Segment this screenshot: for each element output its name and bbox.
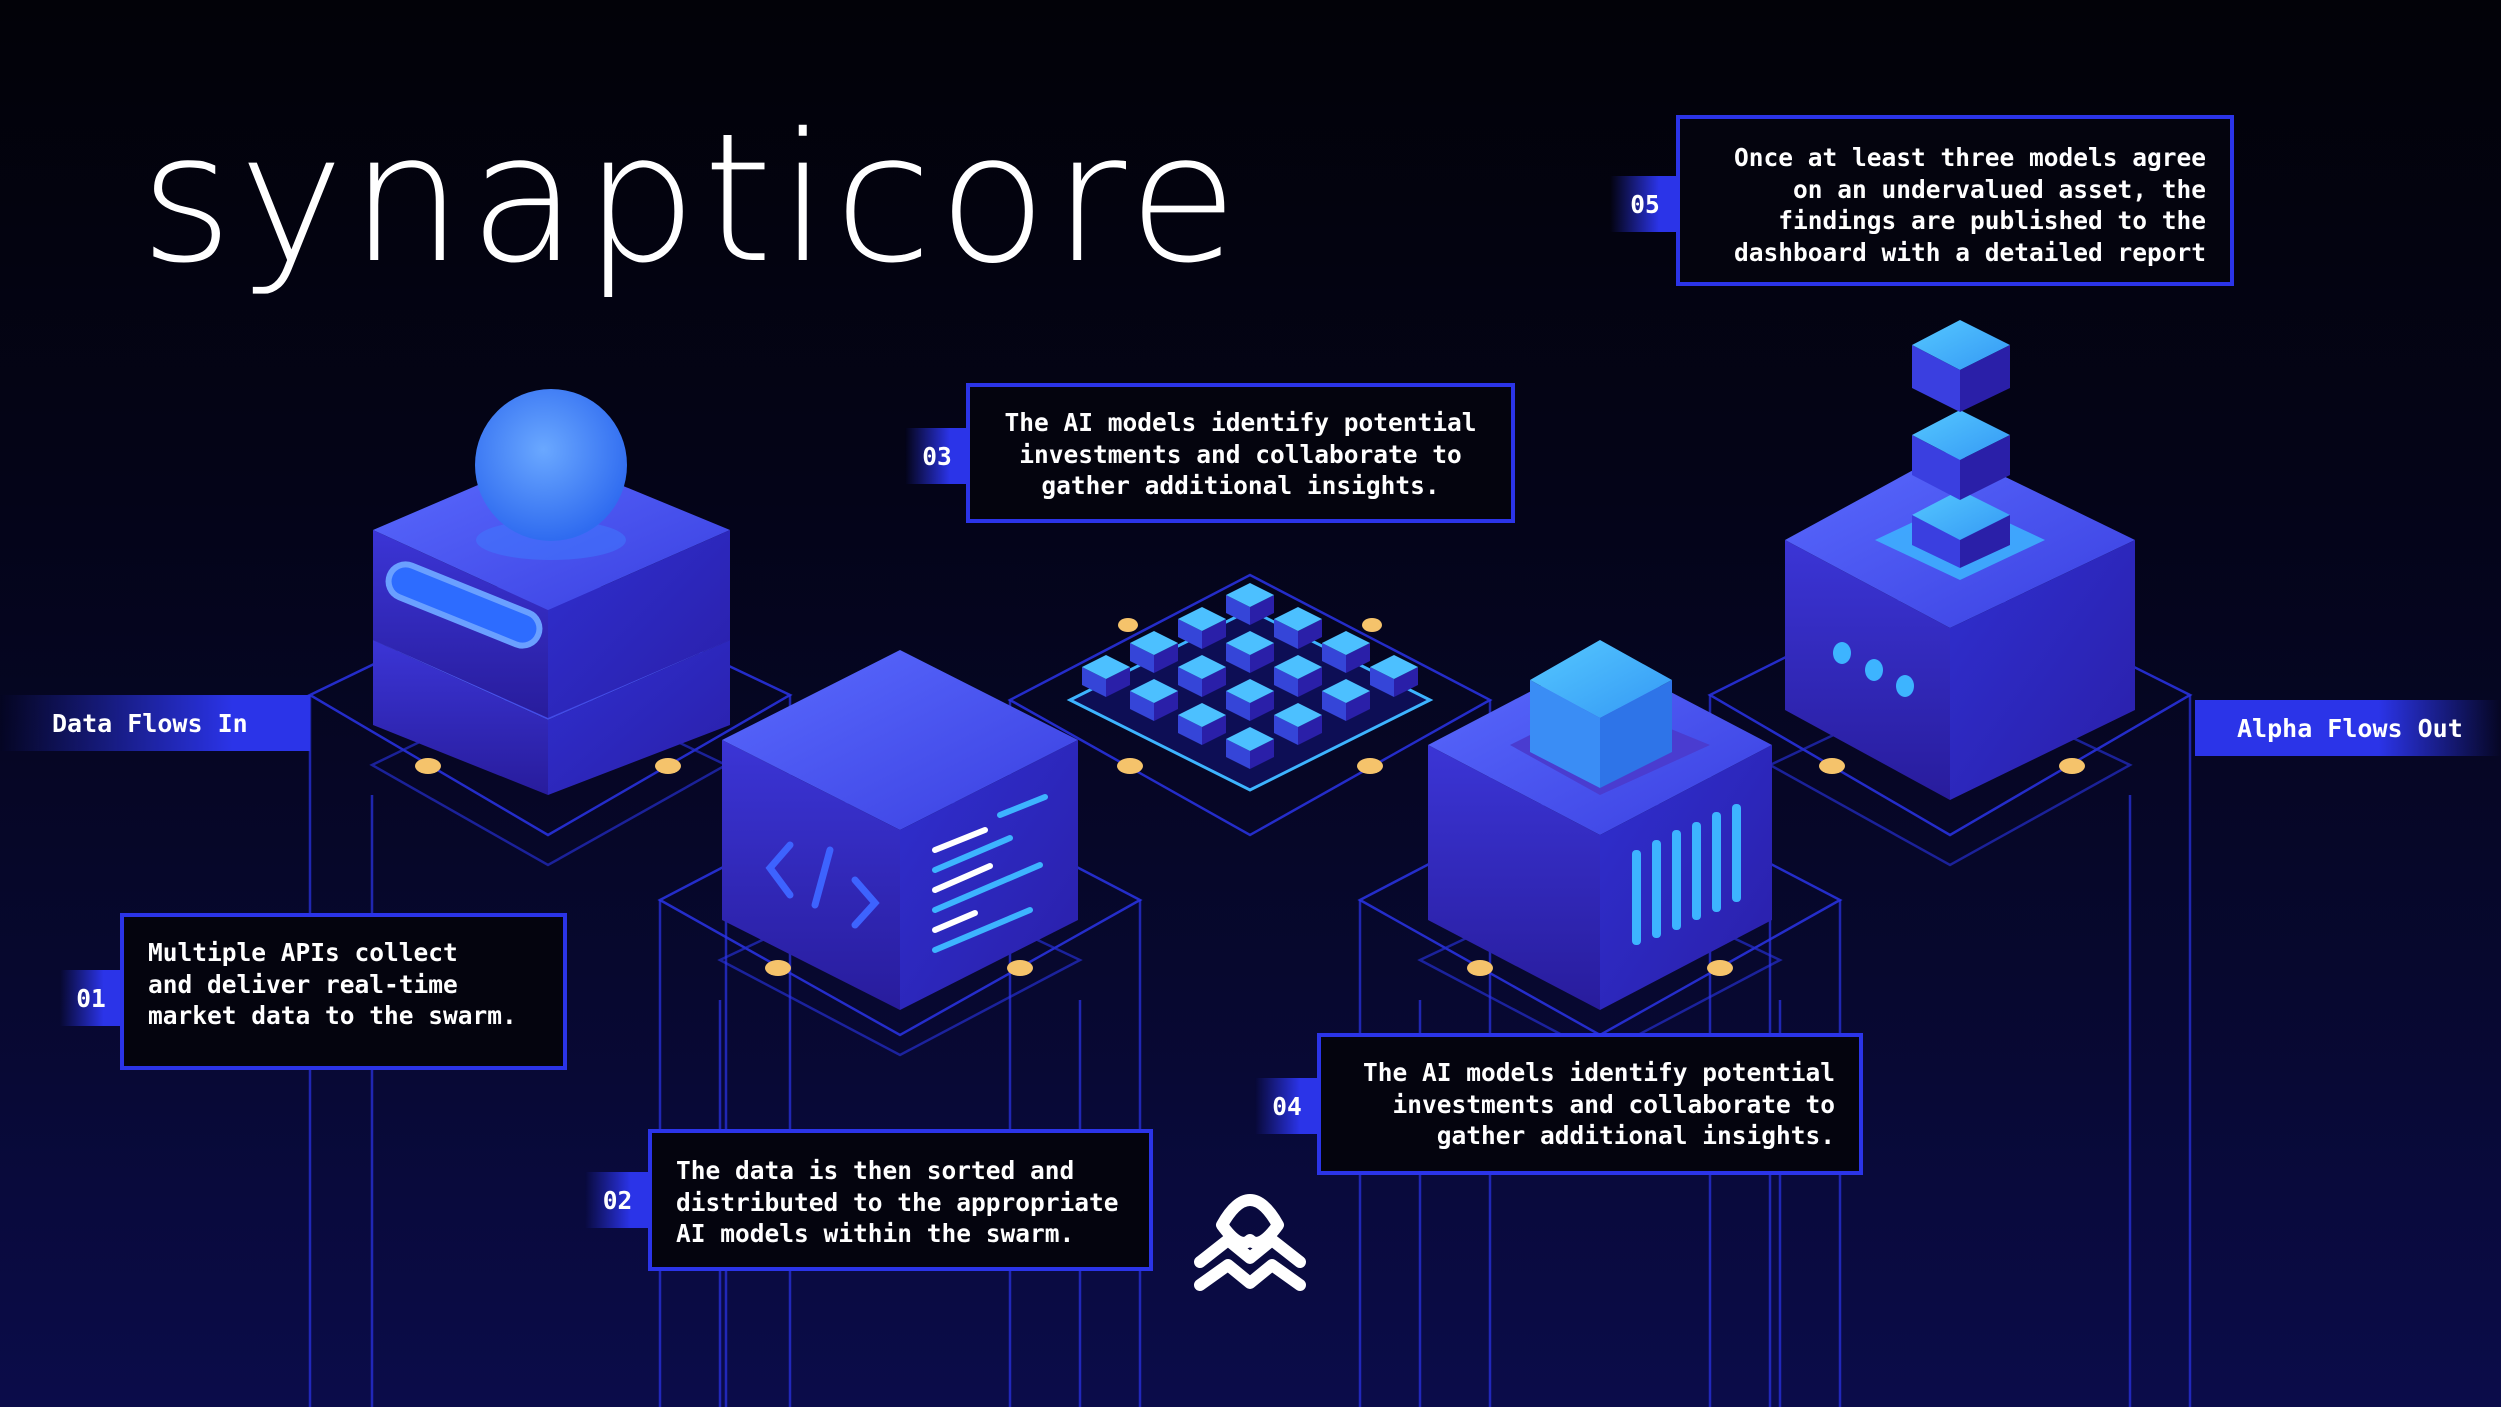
grid-cube-right	[1154, 691, 1178, 721]
step-callout-05: Once at least three models agree on an u…	[1676, 115, 2234, 286]
cube-02-code-sorter	[722, 650, 1078, 1010]
slot-icon	[385, 561, 543, 649]
grid-cube-top	[1178, 703, 1226, 727]
cube-01-api-collector	[373, 389, 730, 795]
grid-cube-top	[1130, 631, 1178, 655]
server-top-cube-icon	[1530, 640, 1672, 718]
grid-cube-top	[1322, 679, 1370, 703]
grid-cube-left	[1274, 667, 1298, 697]
grid-cube-right	[1250, 739, 1274, 769]
grid-cube-right	[1154, 643, 1178, 673]
cube-03-model-grid	[1066, 583, 1434, 792]
grid-cube-left	[1226, 595, 1250, 625]
grid-cube-top	[1274, 607, 1322, 631]
grid-cube-top	[1082, 655, 1130, 679]
grid-cube-left	[1274, 715, 1298, 745]
grid-cube-left	[1370, 667, 1394, 697]
step-number-05: 05	[1610, 176, 1680, 232]
grid-cube-left	[1130, 691, 1154, 721]
grid-cube-right	[1250, 643, 1274, 673]
grid-cube-right	[1298, 715, 1322, 745]
brand-wordmark: synapticore	[140, 95, 1244, 302]
grid-cube-top	[1226, 583, 1274, 607]
dots-icon	[1833, 642, 1914, 697]
step-number-04: 04	[1255, 1078, 1319, 1134]
connection-nodes	[415, 618, 2085, 976]
step-number-03: 03	[905, 428, 969, 484]
grid-cube-left	[1178, 667, 1202, 697]
step-callout-02: The data is then sorted and distributed …	[648, 1129, 1153, 1271]
grid-cube-right	[1298, 667, 1322, 697]
grid-cube-left	[1178, 715, 1202, 745]
grid-cube-left	[1130, 643, 1154, 673]
grid-cube-top	[1226, 679, 1274, 703]
grid-cube-right	[1394, 667, 1418, 697]
stacked-cubes-icon	[1912, 320, 2010, 568]
logo-mark-icon	[1194, 1194, 1306, 1291]
alpha-flows-out-label: Alpha Flows Out	[2195, 700, 2501, 756]
grid-cube-top	[1178, 607, 1226, 631]
step-callout-01: Multiple APIs collect and deliver real-t…	[120, 913, 567, 1070]
grid-cube-top	[1274, 655, 1322, 679]
grid-cube-top	[1226, 631, 1274, 655]
grid-cube-right	[1346, 691, 1370, 721]
grid-cube-left	[1226, 739, 1250, 769]
vertical-connection-lines	[308, 695, 2192, 1407]
server-cube-icon	[1632, 804, 1741, 945]
grid-cube-right	[1202, 667, 1226, 697]
grid-cube-top	[1178, 655, 1226, 679]
grid-cube-right	[1106, 667, 1130, 697]
grid-cube-right	[1202, 619, 1226, 649]
grid-cube-left	[1226, 643, 1250, 673]
grid-cube-icon	[1082, 583, 1418, 769]
code-icon	[765, 841, 880, 929]
step-callout-04: The AI models identify potential investm…	[1317, 1033, 1863, 1175]
grid-cube-right	[1250, 595, 1274, 625]
grid-cube-left	[1226, 691, 1250, 721]
grid-cube-top	[1274, 703, 1322, 727]
grid-cube-top	[1322, 631, 1370, 655]
grid-cube-left	[1322, 691, 1346, 721]
grid-cube-right	[1298, 619, 1322, 649]
grid-cube-top	[1130, 679, 1178, 703]
step-number-02: 02	[585, 1172, 650, 1228]
code-lines-icon	[932, 794, 1048, 953]
step-callout-03: The AI models identify potential investm…	[966, 383, 1515, 523]
grid-cube-left	[1274, 619, 1298, 649]
grid-cube-top	[1370, 655, 1418, 679]
grid-cube-right	[1202, 715, 1226, 745]
cube-05-publisher	[1785, 320, 2135, 800]
grid-cube-right	[1250, 691, 1274, 721]
grid-cube-top	[1226, 727, 1274, 751]
grid-cube-left	[1082, 667, 1106, 697]
grid-cube-left	[1178, 619, 1202, 649]
sphere-icon	[475, 389, 627, 541]
data-flows-in-label: Data Flows In	[0, 695, 310, 751]
step-number-01: 01	[60, 970, 122, 1026]
cube-04-server	[1428, 640, 1772, 1010]
grid-cube-left	[1322, 643, 1346, 673]
grid-cube-right	[1346, 643, 1370, 673]
